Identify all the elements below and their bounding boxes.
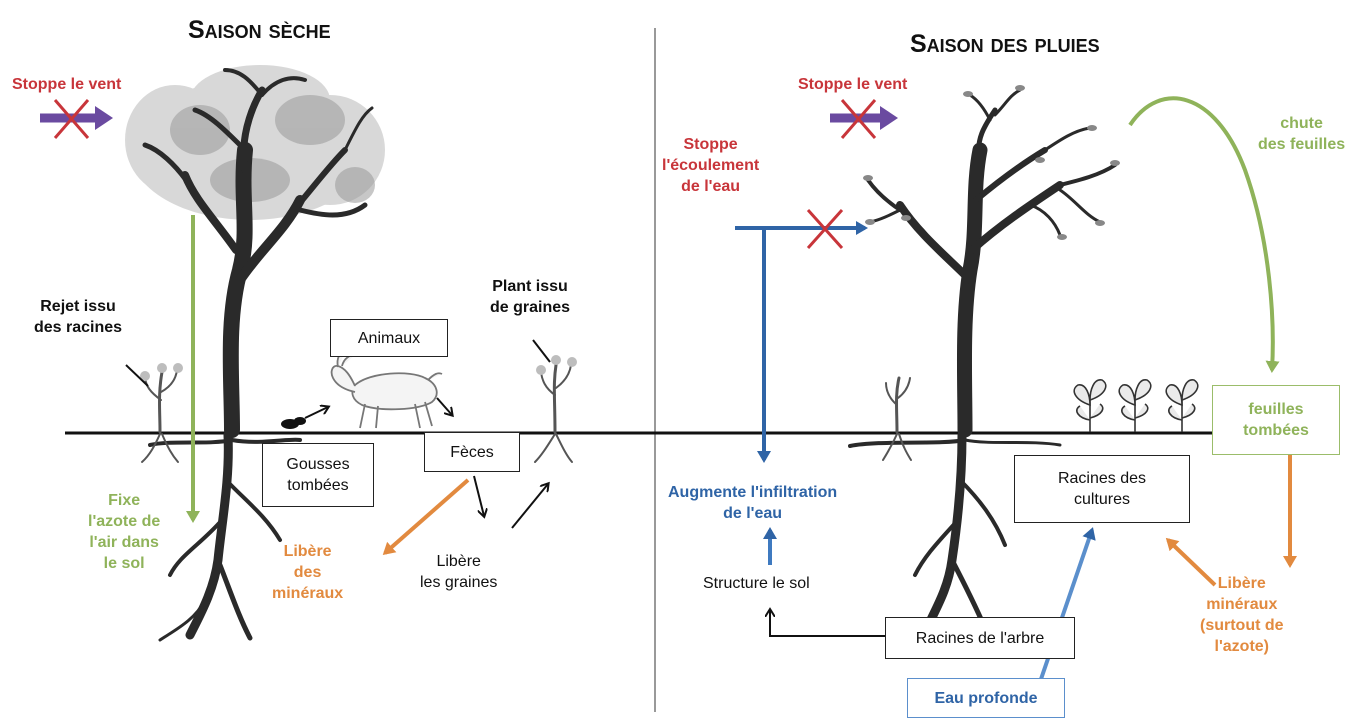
left-wind-arrow bbox=[40, 99, 113, 139]
seed-plant-sprout bbox=[534, 355, 577, 463]
pods-box: Gousses tombées bbox=[262, 443, 374, 507]
dry-season-tree bbox=[125, 65, 385, 642]
deep-water-label: Eau profonde bbox=[934, 689, 1038, 707]
right-wind-arrow bbox=[830, 99, 898, 139]
right-sprout bbox=[882, 376, 912, 461]
pointer-root-shoot bbox=[125, 364, 149, 387]
crop-roots-box: Racines des cultures bbox=[1014, 455, 1190, 523]
tree-roots-label: Racines de l'arbre bbox=[915, 629, 1045, 647]
right-wind-label: Stoppe le vent bbox=[798, 76, 908, 93]
tree-roots-box: Racines de l'arbre bbox=[885, 617, 1075, 659]
animals-box: Animaux bbox=[330, 319, 448, 357]
root-shoot-label: Rejet issu des racines bbox=[34, 298, 123, 336]
goat-animal bbox=[330, 349, 443, 429]
arrow-droppings-to-goat bbox=[304, 407, 328, 419]
fix-nitrogen-label: Fixe l'azote de l'air dans le sol bbox=[88, 492, 161, 572]
root-shoot-sprout bbox=[140, 363, 183, 463]
feces-box: Fèces bbox=[424, 432, 520, 472]
pointer-seed-plant bbox=[532, 339, 551, 363]
arrow-release-seeds bbox=[511, 484, 548, 529]
fallen-leaves-box: feuilles tombées bbox=[1212, 385, 1340, 455]
water-flow-arrows bbox=[735, 208, 868, 463]
soil-structure-label: Structure le sol bbox=[703, 575, 810, 592]
release-seeds-label: Libère les graines bbox=[420, 553, 498, 591]
goat-droppings bbox=[281, 417, 306, 429]
arrow-roots-to-structure bbox=[770, 610, 885, 637]
release-minerals-left-label: Libère des minéraux bbox=[272, 543, 344, 602]
animals-label: Animaux bbox=[357, 329, 421, 347]
dry-season-title: Saison sèche bbox=[188, 16, 331, 44]
crop-plants bbox=[1073, 379, 1199, 432]
seed-plant-label: Plant issu de graines bbox=[490, 278, 571, 316]
release-minerals-right-label: Libère minéraux (surtout de l'azote) bbox=[1200, 575, 1284, 655]
feces-label: Fèces bbox=[450, 443, 494, 461]
left-wind-label: Stoppe le vent bbox=[12, 76, 122, 93]
arrow-leaf-fall bbox=[1128, 96, 1280, 373]
rainy-season-title: Saison des pluies bbox=[910, 30, 1100, 58]
arrow-feces-to-seeds bbox=[473, 475, 484, 516]
arrow-release-minerals-right bbox=[1165, 537, 1217, 587]
rainy-season-tree bbox=[848, 85, 1120, 637]
deep-water-box: Eau profonde bbox=[907, 678, 1065, 718]
arrow-goat-to-feces bbox=[436, 397, 452, 415]
water-flow-label: Stoppe l'écoulement de l'eau bbox=[662, 136, 760, 195]
infiltration-label: Augmente l'infiltration de l'eau bbox=[668, 484, 838, 522]
leaf-fall-label: chute des feuilles bbox=[1258, 115, 1346, 153]
arrow-deep-water bbox=[1038, 527, 1096, 683]
arrow-release-minerals-left bbox=[382, 478, 470, 555]
